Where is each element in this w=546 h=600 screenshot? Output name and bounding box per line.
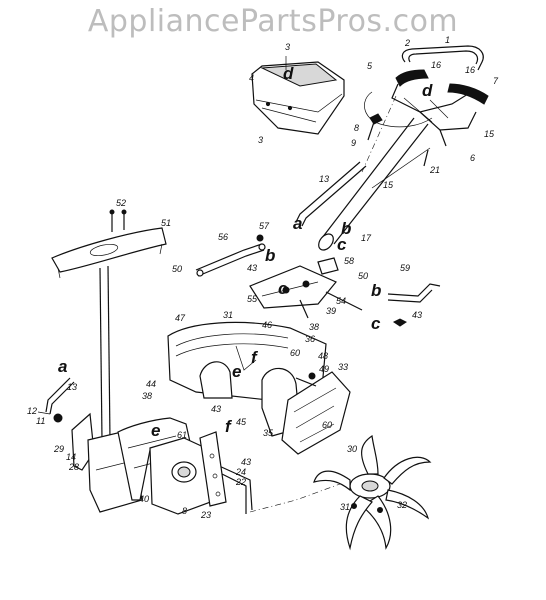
part-callout-c31b: 31 [340,502,350,512]
part-callout-c39: 39 [326,306,336,316]
part-callout-c60a: 60 [290,348,300,358]
connection-letter-La2: a [58,357,67,376]
part-callout-c4: 4 [249,73,254,83]
part-callout-c38a: 38 [309,322,319,332]
side-deflector [281,371,351,455]
part-callout-c58: 58 [344,256,354,266]
part-callout-c44: 44 [146,379,156,389]
part-callout-c59: 59 [400,263,410,273]
part-callout-c38b: 38 [142,391,152,401]
part-callout-c30: 30 [347,444,357,454]
part-callout-c14: 14 [66,452,76,462]
connection-letter-Lc2: c [278,279,288,298]
tine-shield [167,321,327,437]
part-callout-c21: 21 [429,165,440,175]
connection-letter-Lc3: c [371,314,381,333]
tine-assembly [313,434,432,551]
part-callout-c29: 29 [53,444,64,454]
connection-letter-Le2: e [151,421,160,440]
part-callout-c15b: 15 [383,180,394,190]
part-callout-c33: 33 [338,362,348,372]
connection-letter-Lc1: c [337,235,347,254]
connection-letter-Lb2: b [265,246,275,265]
handle-bar-assembly [295,45,489,251]
part-callout-c23: 23 [200,510,211,520]
depth-stake [37,377,75,423]
part-callout-c13a: 13 [319,174,329,184]
part-callout-c3a: 3 [285,42,290,52]
part-callout-c43b: 43 [412,310,422,320]
part-callout-c47: 47 [175,313,186,323]
part-callout-c8b: 8 [182,506,187,516]
front-shield [51,209,167,441]
part-callout-c51: 51 [161,218,171,228]
part-callout-c8a: 8 [354,123,359,133]
part-callout-c40: 40 [139,494,149,504]
part-callout-c28: 28 [68,462,79,472]
part-callout-c48: 48 [318,351,328,361]
engine-shroud [251,56,345,135]
part-callout-c54: 54 [336,296,346,306]
connection-letter-Le1: e [232,362,241,381]
connection-letter-La1: a [293,214,302,233]
hinge-bracket [195,234,441,327]
part-callout-c13b: 13 [67,382,77,392]
part-callout-c3b: 3 [258,135,263,145]
part-callout-c9: 9 [351,138,356,148]
part-callout-c11: 11 [36,416,45,426]
part-callout-c50b: 50 [358,271,368,281]
part-callout-c24: 24 [235,467,246,477]
connection-letter-Lb3: b [371,281,381,300]
part-callout-c49: 49 [319,364,329,374]
part-callout-c35: 35 [263,428,274,438]
part-callout-c60b: 60 [322,420,332,430]
part-callout-c5: 5 [367,61,373,71]
connection-letter-Lf2: f [225,417,233,436]
part-callout-c52: 52 [116,198,126,208]
connection-letter-Lf1: f [251,348,259,367]
transmission-housing [149,431,341,515]
part-callout-c56: 56 [218,232,228,242]
wheel-bracket [71,412,191,513]
part-callout-c16a: 16 [431,60,441,70]
part-callout-c50a: 50 [172,264,182,274]
part-callout-c46: 46 [262,320,272,330]
part-callout-c32: 32 [397,500,407,510]
part-callout-c12: 12 [27,406,37,416]
connection-letter-Lb1: b [341,219,351,238]
part-callout-c31a: 31 [223,310,233,320]
part-callout-c55: 55 [247,294,258,304]
connection-letter-Ld2: d [422,81,433,100]
part-callout-c45: 45 [236,417,247,427]
watermark-text: AppliancePartsPros.com [87,4,459,39]
part-callout-c15a: 15 [484,129,495,139]
part-callout-c43c: 43 [211,404,221,414]
part-callout-c43d: 43 [241,457,251,467]
part-callout-c1: 1 [445,35,450,45]
part-callout-c22: 22 [235,477,246,487]
part-callout-c6: 6 [470,153,475,163]
part-callout-c61: 61 [177,430,187,440]
part-callout-c16b: 16 [465,65,475,75]
connection-letter-Ld1: d [283,64,294,83]
part-callout-c17: 17 [361,233,372,243]
part-callout-c7: 7 [493,76,499,86]
part-callout-c36: 36 [305,334,315,344]
part-callout-c57: 57 [259,221,270,231]
part-callout-c43a: 43 [247,263,257,273]
part-callout-c2: 2 [404,38,410,48]
